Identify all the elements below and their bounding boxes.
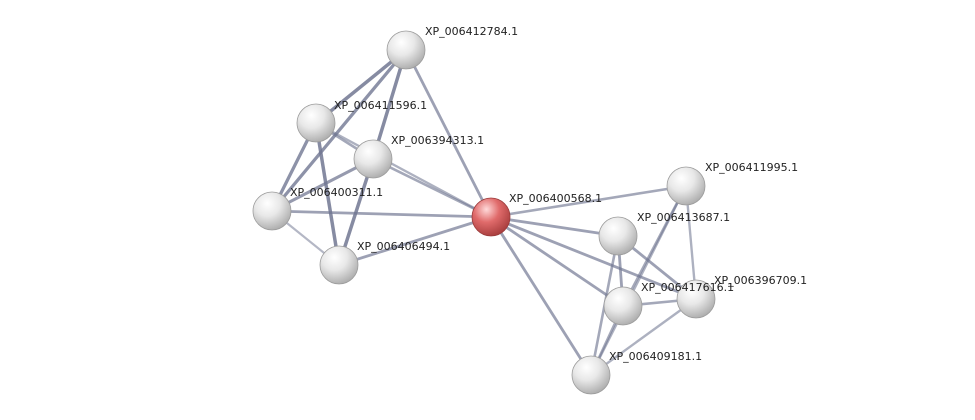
node-xp-006406494-1[interactable]: [319, 245, 359, 285]
node-xp-006412784-1[interactable]: [386, 30, 426, 70]
edge-n0-n9: [489, 215, 625, 308]
edge-n4-n0: [270, 209, 493, 219]
edge-n1-n0: [404, 48, 493, 219]
node-label: XP_006406494.1: [357, 240, 450, 253]
node-label: XP_006411596.1: [334, 99, 427, 112]
node-label: XP_006412784.1: [425, 25, 518, 38]
edge-n0-n7: [489, 215, 620, 238]
node-label: XP_006400311.1: [290, 186, 383, 199]
node-xp-006417616-1[interactable]: [603, 286, 643, 326]
node-label: XP_006396709.1: [714, 274, 807, 287]
node-xp-006396709-1[interactable]: [676, 279, 716, 319]
node-xp-006400311-1[interactable]: [252, 191, 292, 231]
node-label: XP_006417616.1: [641, 281, 734, 294]
node-label: XP_006411995.1: [705, 161, 798, 174]
edge-n2-n5: [314, 121, 341, 267]
edge-n2-n0: [314, 121, 493, 219]
node-label: XP_006413687.1: [637, 211, 730, 224]
edge-n5-n0: [337, 215, 493, 267]
node-xp-006413687-1[interactable]: [598, 216, 638, 256]
node-label: XP_006400568.1: [509, 192, 602, 205]
nodes-layer: [252, 30, 716, 395]
node-xp-006411995-1[interactable]: [666, 166, 706, 206]
edge-n0-n6: [489, 184, 688, 219]
node-xp-006400568-1[interactable]: [471, 197, 511, 237]
node-xp-006411596-1[interactable]: [296, 103, 336, 143]
edge-n1-n4: [270, 48, 408, 213]
labels-layer: XP_006400568.1 XP_006412784.1XP_006411596…: [290, 25, 807, 363]
node-xp-006394313-1[interactable]: [353, 139, 393, 179]
edge-n8-n10: [589, 297, 698, 377]
edge-n0-n10: [489, 215, 593, 377]
node-xp-006409181-1[interactable]: [571, 355, 611, 395]
edge-n0-n8: [489, 215, 698, 301]
node-label: XP_006394313.1: [391, 134, 484, 147]
node-label: XP_006409181.1: [609, 350, 702, 363]
